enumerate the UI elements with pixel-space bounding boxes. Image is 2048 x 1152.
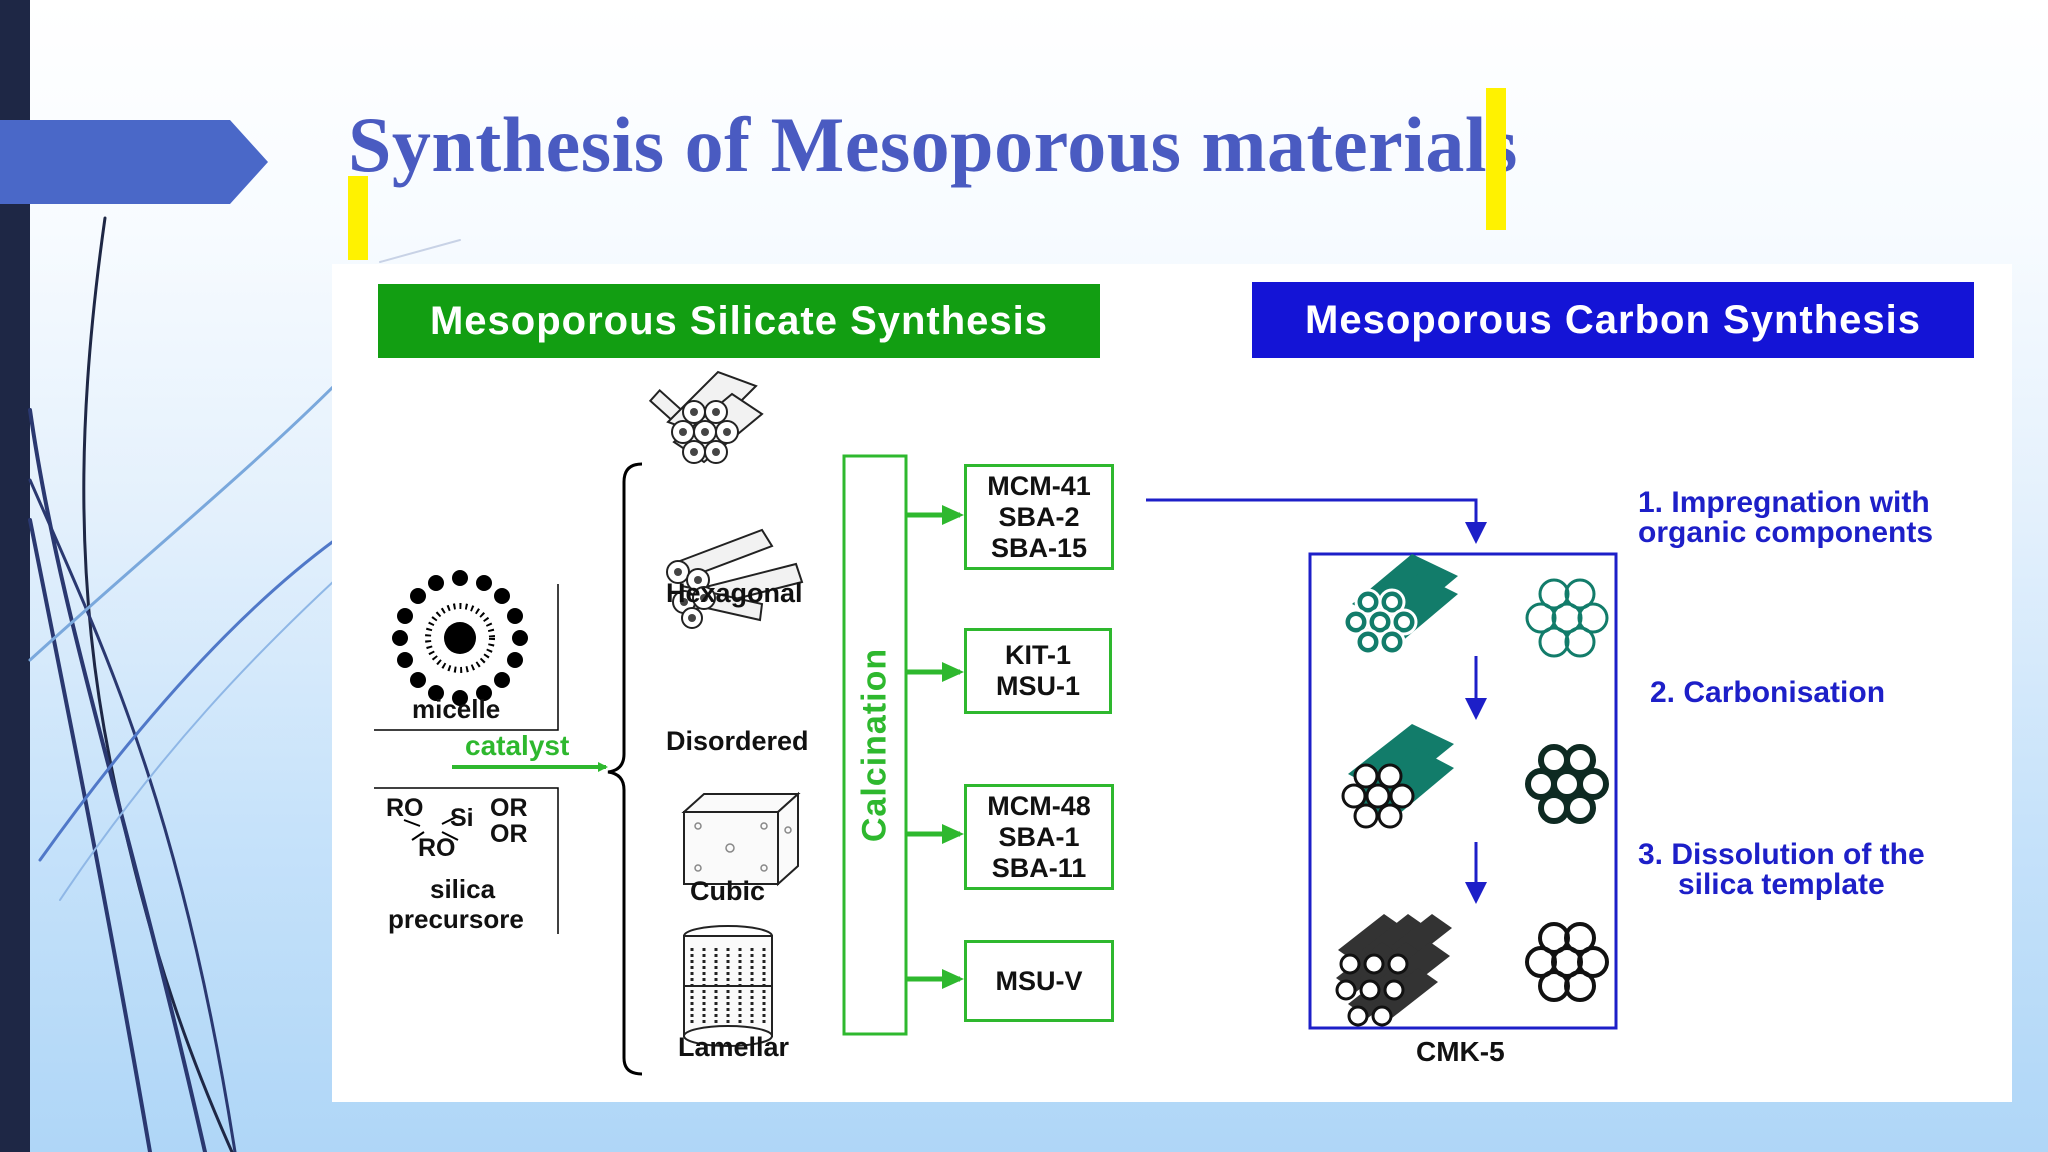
- phases-bracket: [607, 462, 643, 1076]
- precursor-or-bottom: OR: [490, 820, 528, 848]
- swoosh-lines: [28, 216, 461, 1152]
- product-name: SBA-11: [991, 852, 1087, 883]
- product-arrows: [906, 505, 964, 989]
- product-box-hexagonal: MCM-41 SBA-2 SBA-15: [964, 464, 1114, 570]
- slide-title: Synthesis of Mesoporous materials: [348, 101, 1518, 188]
- precursor-ro-top: RO: [386, 794, 424, 822]
- precursor-si: Si: [450, 804, 474, 832]
- hexagonal-phase-icon: [648, 370, 764, 464]
- phase-label-hexagonal: Hexagonal: [666, 578, 803, 608]
- disordered-phase-icon: [666, 528, 804, 629]
- product-name: SBA-1: [998, 821, 1080, 852]
- precursor-ro-bottom: RO: [418, 834, 456, 862]
- precursor-label-line1: silica: [430, 874, 496, 904]
- step-impregnation: 1. Impregnation with organic components: [1638, 486, 1934, 549]
- carbonised-cross-section-icon: [1525, 744, 1609, 824]
- product-name: MCM-48: [987, 790, 1091, 821]
- product-name: MSU-V: [995, 965, 1083, 996]
- carbon-synthesis-header: Mesoporous Carbon Synthesis: [1252, 282, 1974, 358]
- product-name: SBA-2: [998, 501, 1080, 532]
- cmk5-cross-section-icon: [1525, 922, 1609, 1002]
- highlight-mark-right: [1486, 88, 1506, 230]
- product-name: KIT-1: [1004, 640, 1071, 670]
- template-arrow: [1146, 498, 1487, 544]
- precursor-bonds: [403, 815, 459, 841]
- lamellar-phase-icon: [683, 925, 773, 1047]
- micelle-bracket: [374, 584, 559, 731]
- silicate-synthesis-header: Mesoporous Silicate Synthesis: [378, 284, 1100, 358]
- product-name: MCM-41: [987, 470, 1091, 501]
- micelle-icon: [392, 570, 528, 706]
- calcination-label: Calcination: [855, 647, 894, 843]
- step-dissolution: 3. Dissolution of the silica template: [1638, 838, 1925, 901]
- micelle-label: micelle: [412, 694, 501, 724]
- catalyst-label: catalyst: [465, 730, 570, 761]
- impregnated-silica-rods-icon: [1342, 554, 1458, 656]
- product-name: MSU-1: [995, 671, 1080, 701]
- phase-label-cubic: Cubic: [690, 876, 766, 906]
- product-name: SBA-15: [990, 532, 1088, 563]
- precursor-bracket: [374, 787, 559, 934]
- product-box-cubic: MCM-48 SBA-1 SBA-11: [964, 784, 1114, 890]
- diagram-graphics: [374, 370, 1618, 1076]
- carbonised-rods-icon: [1341, 724, 1454, 829]
- cmk5-carbon-tubes-icon: [1335, 914, 1452, 1027]
- synthesis-diagram: Mesoporous Silicate Synthesis Mesoporous…: [332, 264, 2012, 1102]
- cubic-phase-icon: [681, 791, 801, 887]
- highlight-mark-left: [348, 176, 368, 260]
- product-box-lamellar: MSU-V: [964, 940, 1114, 1022]
- precursor-label-line2: precursore: [388, 904, 524, 934]
- silica-template-cross-section-icon: [1525, 578, 1609, 658]
- step-carbonisation: 2. Carbonisation: [1650, 676, 1886, 709]
- calcination-box: [842, 454, 908, 1036]
- precursor-or-top: OR: [490, 794, 528, 822]
- phase-label-lamellar: Lamellar: [678, 1032, 790, 1062]
- product-box-disordered: KIT-1 MSU-1: [964, 628, 1112, 714]
- cmk5-label: CMK-5: [1416, 1036, 1505, 1067]
- phase-label-disordered: Disordered: [666, 726, 809, 756]
- arrow-tab-shape: [0, 120, 268, 204]
